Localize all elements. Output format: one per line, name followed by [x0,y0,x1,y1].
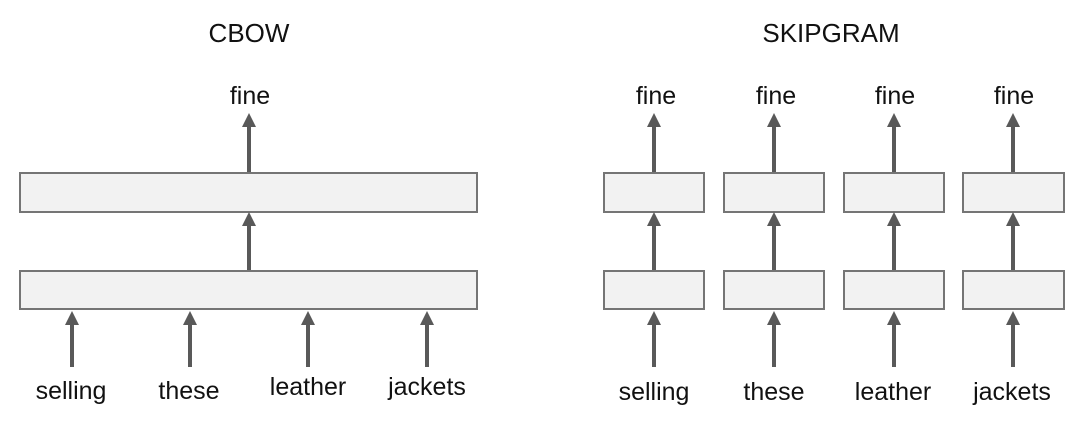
arrow-stem [652,325,656,367]
cbow-output-arrow-up-icon [241,113,257,172]
arrow-head-icon [242,113,256,127]
arrow-head-icon [767,212,781,226]
arrow-head-icon [767,113,781,127]
cbow-input-word: leather [269,373,347,401]
arrow-stem [188,325,192,367]
arrow-head-icon [887,311,901,325]
skipgram-output-word: fine [755,82,797,110]
cbow-output-layer-box [19,172,478,213]
skipgram-input-arrow-these-icon [766,311,782,367]
arrow-stem [247,226,251,270]
arrow-head-icon [420,311,434,325]
arrow-stem [772,325,776,367]
cbow-input-arrow-these-icon [182,311,198,367]
arrow-stem [306,325,310,367]
skipgram-hidden-arrow-up-icon [766,212,782,270]
cbow-hidden-arrow-up-icon [241,212,257,270]
skipgram-output-arrow-up-icon [886,113,902,172]
arrow-head-icon [65,311,79,325]
arrow-head-icon [647,311,661,325]
arrow-stem [70,325,74,367]
cbow-input-arrow-selling-icon [64,311,80,367]
skipgram-input-layer-box [723,270,825,310]
arrow-head-icon [1006,113,1020,127]
skipgram-title: SKIPGRAM [762,18,900,48]
arrow-head-icon [887,212,901,226]
skipgram-input-layer-box [603,270,705,310]
arrow-stem [1011,127,1015,172]
arrow-stem [652,127,656,172]
skipgram-output-word: fine [874,82,916,110]
skipgram-input-word: jackets [973,378,1051,406]
skipgram-output-arrow-up-icon [1005,113,1021,172]
skipgram-output-layer-box [843,172,945,213]
arrow-stem [1011,325,1015,367]
skipgram-output-word: fine [993,82,1035,110]
skipgram-input-word: selling [618,378,690,406]
arrow-head-icon [1006,311,1020,325]
skipgram-output-layer-box [962,172,1065,213]
skipgram-input-word: these [743,378,805,406]
cbow-input-layer-box [19,270,478,310]
arrow-stem [892,226,896,270]
skipgram-output-arrow-up-icon [646,113,662,172]
arrow-head-icon [1006,212,1020,226]
arrow-stem [425,325,429,367]
cbow-input-word: these [158,377,220,405]
arrow-stem [772,226,776,270]
arrow-stem [1011,226,1015,270]
arrow-head-icon [183,311,197,325]
skipgram-input-arrow-selling-icon [646,311,662,367]
skipgram-input-layer-box [962,270,1065,310]
skipgram-input-arrow-jackets-icon [1005,311,1021,367]
skipgram-input-word: leather [854,378,932,406]
cbow-input-word: selling [35,377,107,405]
arrow-stem [892,127,896,172]
skipgram-output-layer-box [603,172,705,213]
cbow-input-arrow-jackets-icon [419,311,435,367]
cbow-output-word: fine [229,82,271,110]
cbow-input-word: jackets [388,373,466,401]
skipgram-output-layer-box [723,172,825,213]
arrow-head-icon [647,212,661,226]
arrow-stem [892,325,896,367]
cbow-title: CBOW [208,18,290,48]
skipgram-input-layer-box [843,270,945,310]
skipgram-hidden-arrow-up-icon [886,212,902,270]
skipgram-hidden-arrow-up-icon [1005,212,1021,270]
arrow-head-icon [242,212,256,226]
arrow-head-icon [887,113,901,127]
skipgram-output-word: fine [635,82,677,110]
skipgram-hidden-arrow-up-icon [646,212,662,270]
arrow-head-icon [301,311,315,325]
arrow-stem [652,226,656,270]
arrow-stem [772,127,776,172]
cbow-input-arrow-leather-icon [300,311,316,367]
arrow-head-icon [767,311,781,325]
arrow-stem [247,127,251,172]
skipgram-output-arrow-up-icon [766,113,782,172]
skipgram-input-arrow-leather-icon [886,311,902,367]
arrow-head-icon [647,113,661,127]
